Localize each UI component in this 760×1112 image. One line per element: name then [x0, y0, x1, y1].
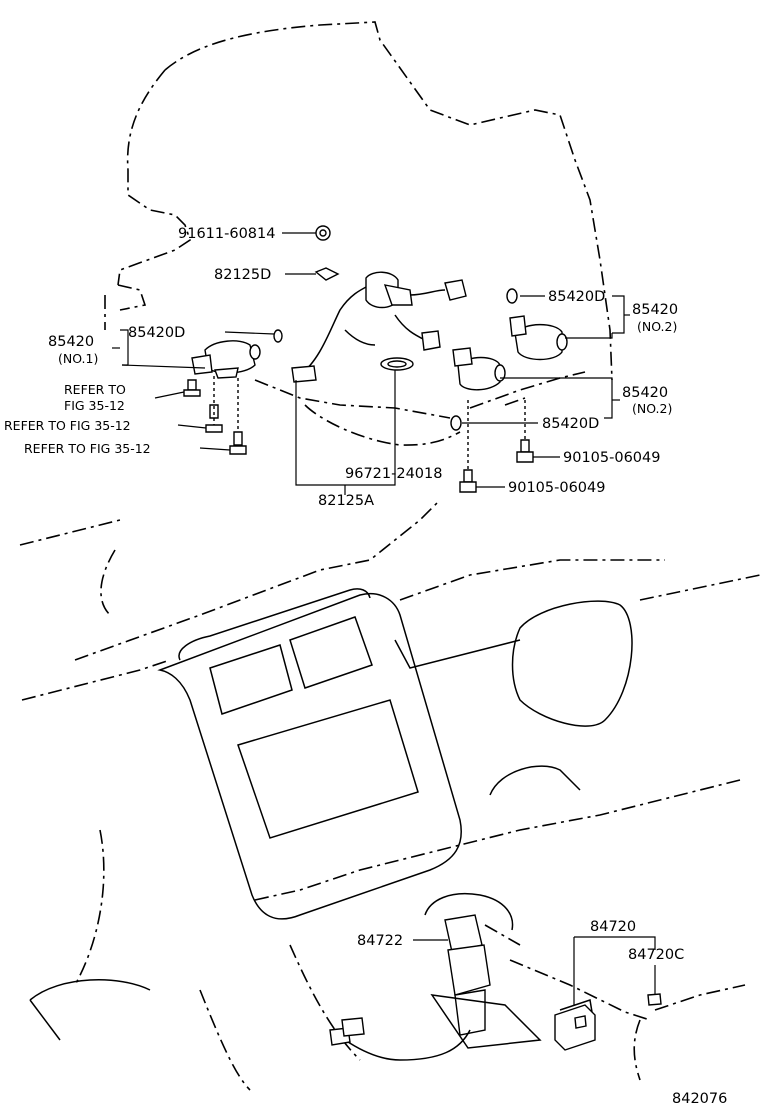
- part-labels: 91611-60814 82125D 85420D 85420 (NO.2) 8…: [4, 226, 727, 1107]
- label-85420-right-1: 85420: [632, 302, 678, 318]
- label-82125d: 82125D: [214, 267, 271, 283]
- label-82125a: 82125A: [318, 493, 374, 509]
- label-96721-24018: 96721-24018: [345, 466, 443, 482]
- lower-parts: [329, 893, 662, 1061]
- label-85420d-right-2: 85420D: [542, 416, 599, 432]
- label-85420-left: 85420: [48, 334, 94, 350]
- label-90105-06049-a: 90105-06049: [563, 450, 661, 466]
- label-no2-right-2: (NO.2): [632, 401, 672, 416]
- label-refer-to-1a: REFER TO: [64, 382, 126, 397]
- leader-lines: [112, 232, 656, 1005]
- label-84722: 84722: [357, 933, 403, 949]
- label-85420d-top: 85420D: [548, 289, 605, 305]
- label-refer-to-1b: FIG 35-12: [64, 398, 125, 413]
- label-91611-60814: 91611-60814: [178, 226, 276, 242]
- label-84720c: 84720C: [628, 947, 684, 963]
- label-90105-06049-b: 90105-06049: [508, 480, 606, 496]
- label-84720: 84720: [590, 919, 636, 935]
- figure-number: 842076: [672, 1091, 727, 1107]
- label-no1: (NO.1): [58, 351, 98, 366]
- console-outline: [19, 499, 760, 1091]
- label-refer-to-2: REFER TO FIG 35-12: [4, 418, 131, 433]
- label-refer-to-3: REFER TO FIG 35-12: [24, 441, 151, 456]
- center-console: [29, 588, 633, 1041]
- upper-parts: [183, 225, 568, 493]
- label-85420-right-2: 85420: [622, 385, 668, 401]
- body-outline: [104, 21, 613, 446]
- label-no2-right-1: (NO.2): [637, 319, 677, 334]
- label-85420d-left: 85420D: [128, 325, 185, 341]
